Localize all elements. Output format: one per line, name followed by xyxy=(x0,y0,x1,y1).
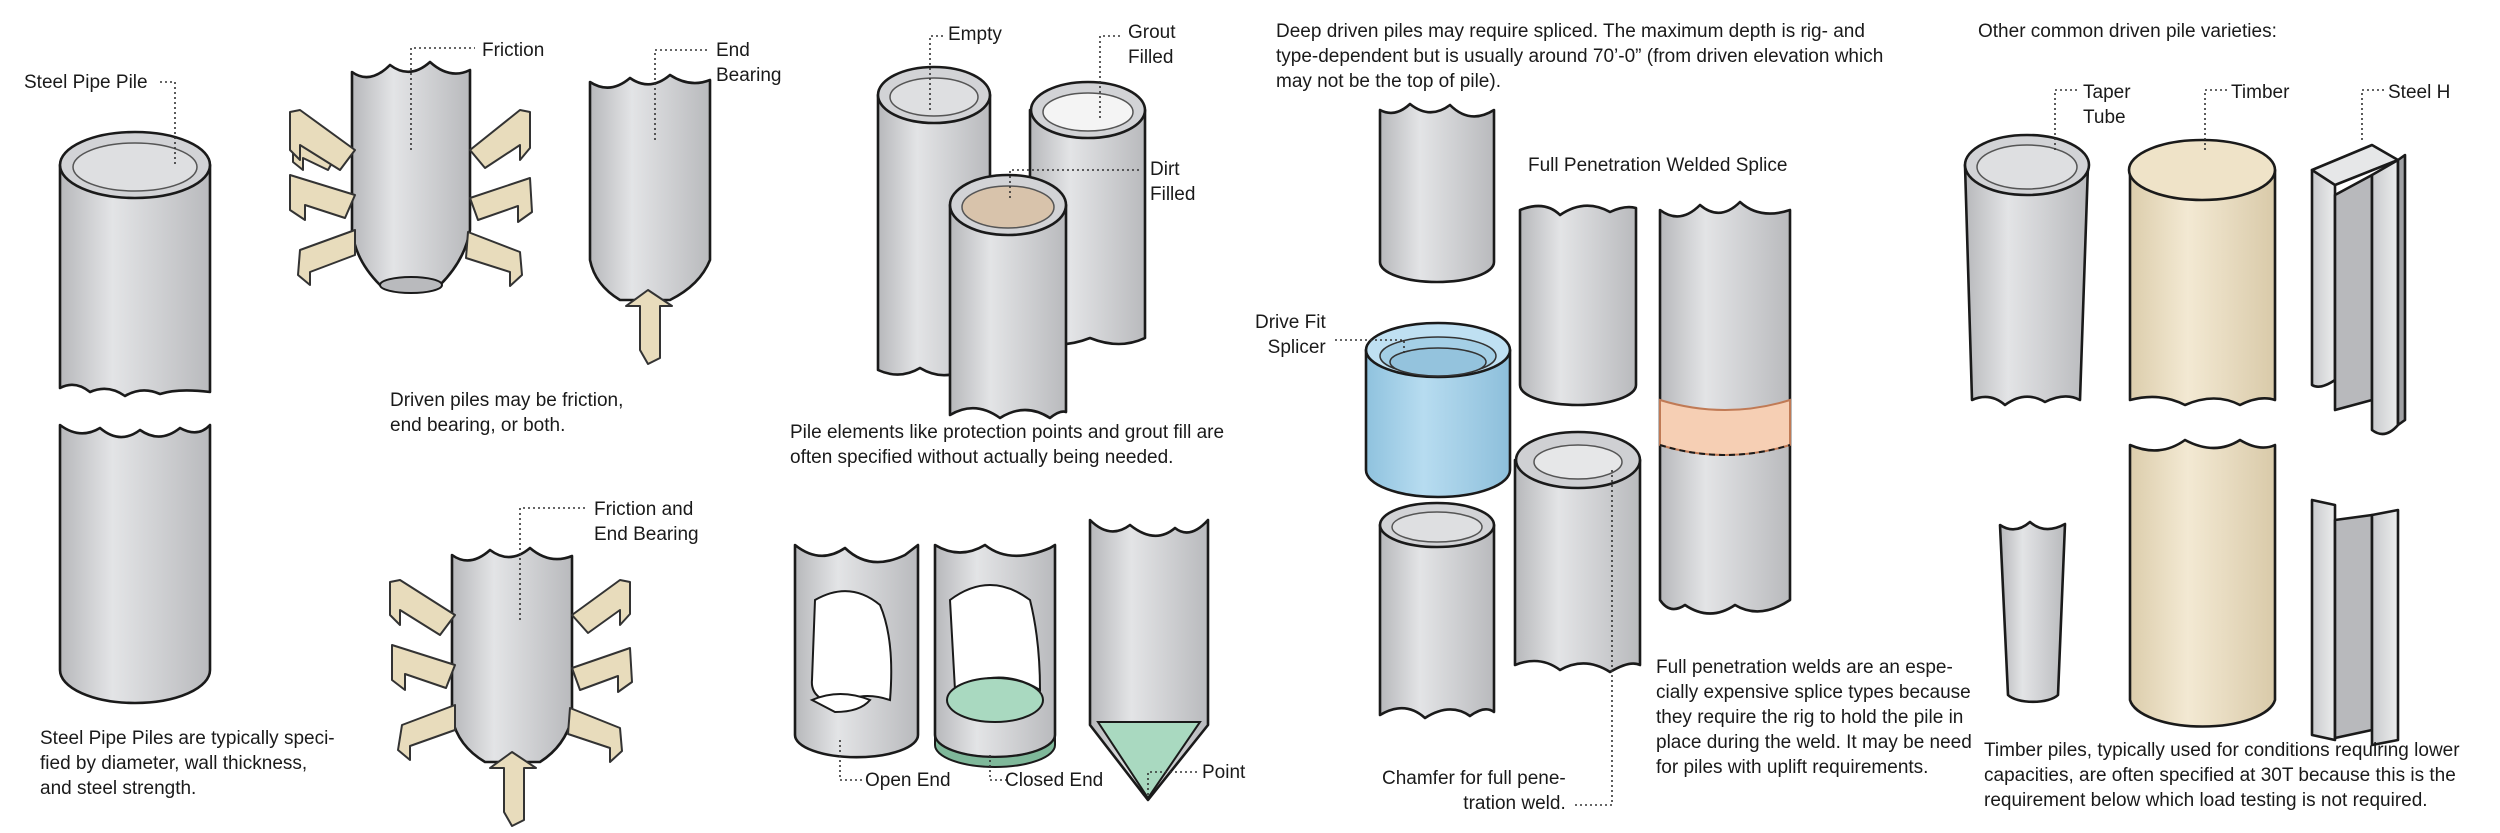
friction-and-end-bearing-pile xyxy=(450,546,574,764)
label-steel-h: Steel H xyxy=(2388,82,2451,103)
label-steel-pipe-pile: Steel Pipe Pile xyxy=(24,72,148,93)
friction-pile xyxy=(350,60,472,294)
point-pipe xyxy=(1088,518,1210,802)
drive-fit-splicer xyxy=(1364,321,1512,499)
friction-and-end-bearing-arrows xyxy=(389,579,633,827)
label-end-bearing: End Bearing xyxy=(716,40,782,86)
friction-arrows xyxy=(289,109,533,287)
upper-pile-segment xyxy=(1378,102,1496,284)
label-friction-and-end-bearing: Friction and End Bearing xyxy=(594,499,699,545)
note-timber-piles: Timber piles, typically used for conditi… xyxy=(1984,740,2460,811)
closed-end-pipe xyxy=(933,543,1057,768)
open-end-pipe xyxy=(793,543,920,759)
taper-tube-pile-top xyxy=(1963,133,2091,407)
weld-splice-lower-chamfered xyxy=(1513,430,1642,674)
label-chamfer: Chamfer for full pene- tration weld. xyxy=(1382,768,1566,814)
label-full-penetration-welded-splice: Full Penetration Welded Splice xyxy=(1528,155,1788,176)
end-bearing-pile xyxy=(588,73,712,302)
steel-pipe-pile-top xyxy=(58,130,212,398)
label-open-end: Open End xyxy=(865,770,951,791)
note-driven-piles: Driven piles may be friction, end bearin… xyxy=(390,390,624,436)
label-drive-fit-splicer: Drive Fit Splicer xyxy=(1255,312,1326,358)
note-pile-elements: Pile elements like protection points and… xyxy=(790,422,1225,468)
welded-splice-pile xyxy=(1658,200,1792,615)
label-dirt-filled: Dirt Filled xyxy=(1150,159,1196,205)
note-other-varieties: Other common driven pile varieties: xyxy=(1978,21,2277,42)
label-grout-filled: Grout Filled xyxy=(1128,22,1176,68)
timber-pile-top xyxy=(2127,138,2277,407)
taper-tube-pile-bottom xyxy=(1998,520,2067,704)
note-full-penetration-welds: Full penetration welds are an espe- cial… xyxy=(1656,657,1972,778)
label-point: Point xyxy=(1202,762,1246,783)
lower-pile-segment xyxy=(1378,501,1496,720)
weld-splice-upper xyxy=(1518,204,1638,407)
label-friction: Friction xyxy=(482,40,545,61)
steel-h-pile xyxy=(2310,143,2407,747)
dirt-filled-pipe xyxy=(948,173,1068,420)
label-timber: Timber xyxy=(2231,82,2290,103)
timber-pile-bottom xyxy=(2128,438,2277,728)
steel-pipe-pile-bottom xyxy=(58,423,212,705)
note-deep-driven: Deep driven piles may require spliced. T… xyxy=(1276,21,1884,92)
label-empty: Empty xyxy=(948,24,1002,45)
label-taper-tube: Taper Tube xyxy=(2083,82,2131,128)
label-closed-end: Closed End xyxy=(1005,770,1104,791)
end-bearing-arrow xyxy=(625,289,673,365)
note-steel-pipe-piles: Steel Pipe Piles are typically speci- fi… xyxy=(40,728,335,799)
